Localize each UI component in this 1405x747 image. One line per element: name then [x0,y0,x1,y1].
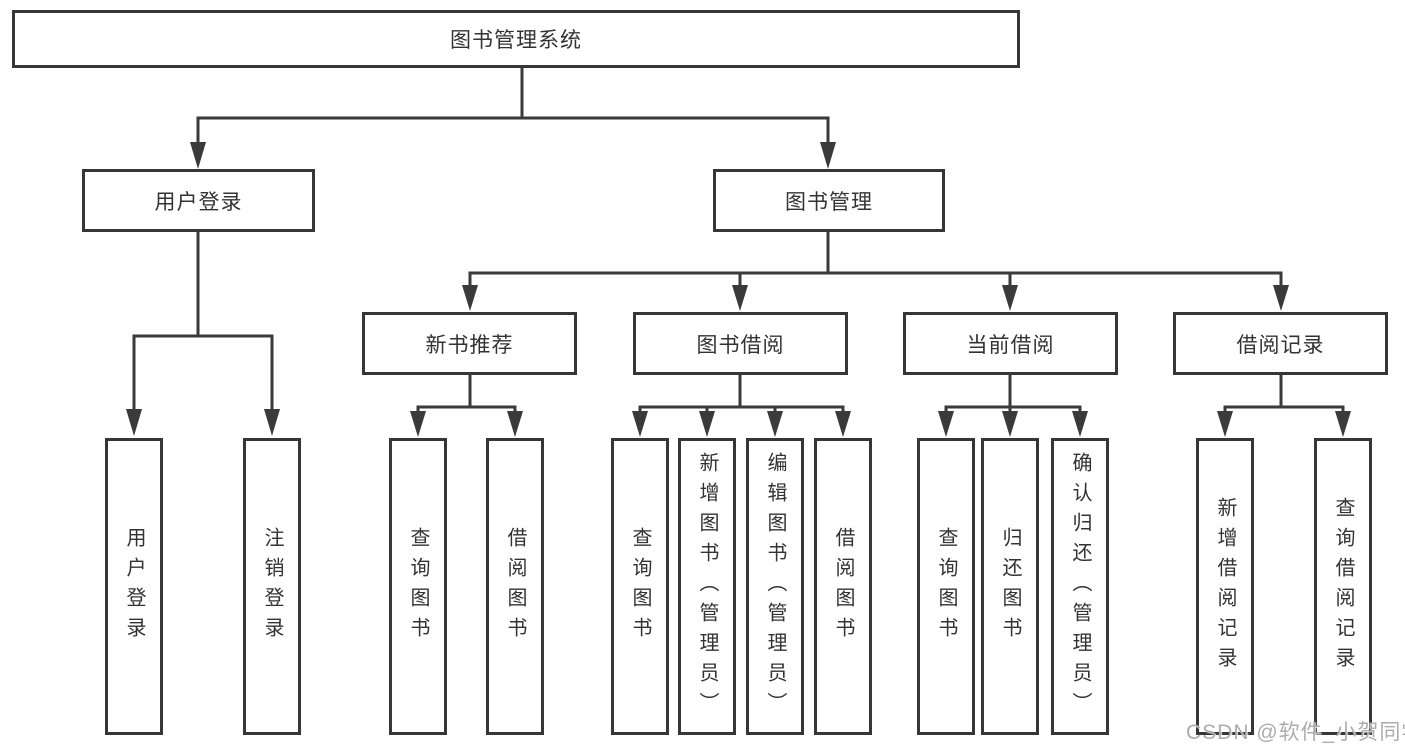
node-label: 新增图书（管理员） [696,451,718,722]
node-borrow-books-1: 借阅图书 [486,438,544,735]
arrowhead [835,411,851,437]
arrowhead [632,411,648,437]
node-add-books-admin: 新增图书（管理员） [678,438,736,735]
node-query-books-3: 查询图书 [917,438,975,735]
node-label: 查询借阅记录 [1332,496,1354,677]
arrowhead [820,142,836,169]
arrowhead [1002,411,1018,437]
arrowhead [507,411,523,437]
node-label: 新增借阅记录 [1214,496,1236,677]
node-label: 查询图书 [407,526,429,647]
node-book-borrowing: 图书借阅 [633,312,848,375]
csdn-watermark: CSDN @软件_小贺同学 [1186,721,1405,744]
arrowhead [1002,285,1018,311]
node-label: 用户登录 [123,526,145,647]
node-label: 查询图书 [629,526,651,647]
node-edit-books-admin: 编辑图书（管理员） [746,438,804,735]
arrowhead [190,142,206,169]
node-book-management: 图书管理 [713,169,945,232]
arrowhead [126,409,142,436]
node-user-login-group: 用户登录 [82,169,315,232]
arrowhead [1217,411,1233,437]
node-return-books: 归还图书 [981,438,1039,735]
node-root: 图书管理系统 [12,10,1020,68]
arrowhead [767,411,783,437]
node-label: 注销登录 [261,526,283,647]
node-new-book-recommend: 新书推荐 [362,312,577,375]
node-query-borrow-record: 查询借阅记录 [1314,438,1372,735]
node-borrowing-records: 借阅记录 [1173,312,1388,375]
node-label: 借阅图书 [832,526,854,647]
arrowhead [938,411,954,437]
node-label: 借阅图书 [504,526,526,647]
arrowhead [410,411,426,437]
node-label: 编辑图书（管理员） [764,451,786,722]
arrowhead [1273,285,1289,311]
node-add-borrow-record: 新增借阅记录 [1196,438,1254,735]
node-label: 归还图书 [999,526,1021,647]
arrowhead [1335,411,1351,437]
arrowhead [1072,411,1088,437]
arrowhead [699,411,715,437]
node-borrow-books-2: 借阅图书 [814,438,872,735]
arrowhead [264,409,280,436]
node-query-books-2: 查询图书 [611,438,669,735]
node-query-books-1: 查询图书 [389,438,447,735]
node-current-borrowing: 当前借阅 [903,312,1118,375]
node-logout: 注销登录 [243,438,301,735]
arrowhead [462,285,478,311]
node-user-login: 用户登录 [105,438,163,735]
node-label: 查询图书 [935,526,957,647]
node-label: 确认归还（管理员） [1069,451,1091,722]
arrowhead [732,285,748,311]
node-confirm-return-admin: 确认归还（管理员） [1051,438,1109,735]
